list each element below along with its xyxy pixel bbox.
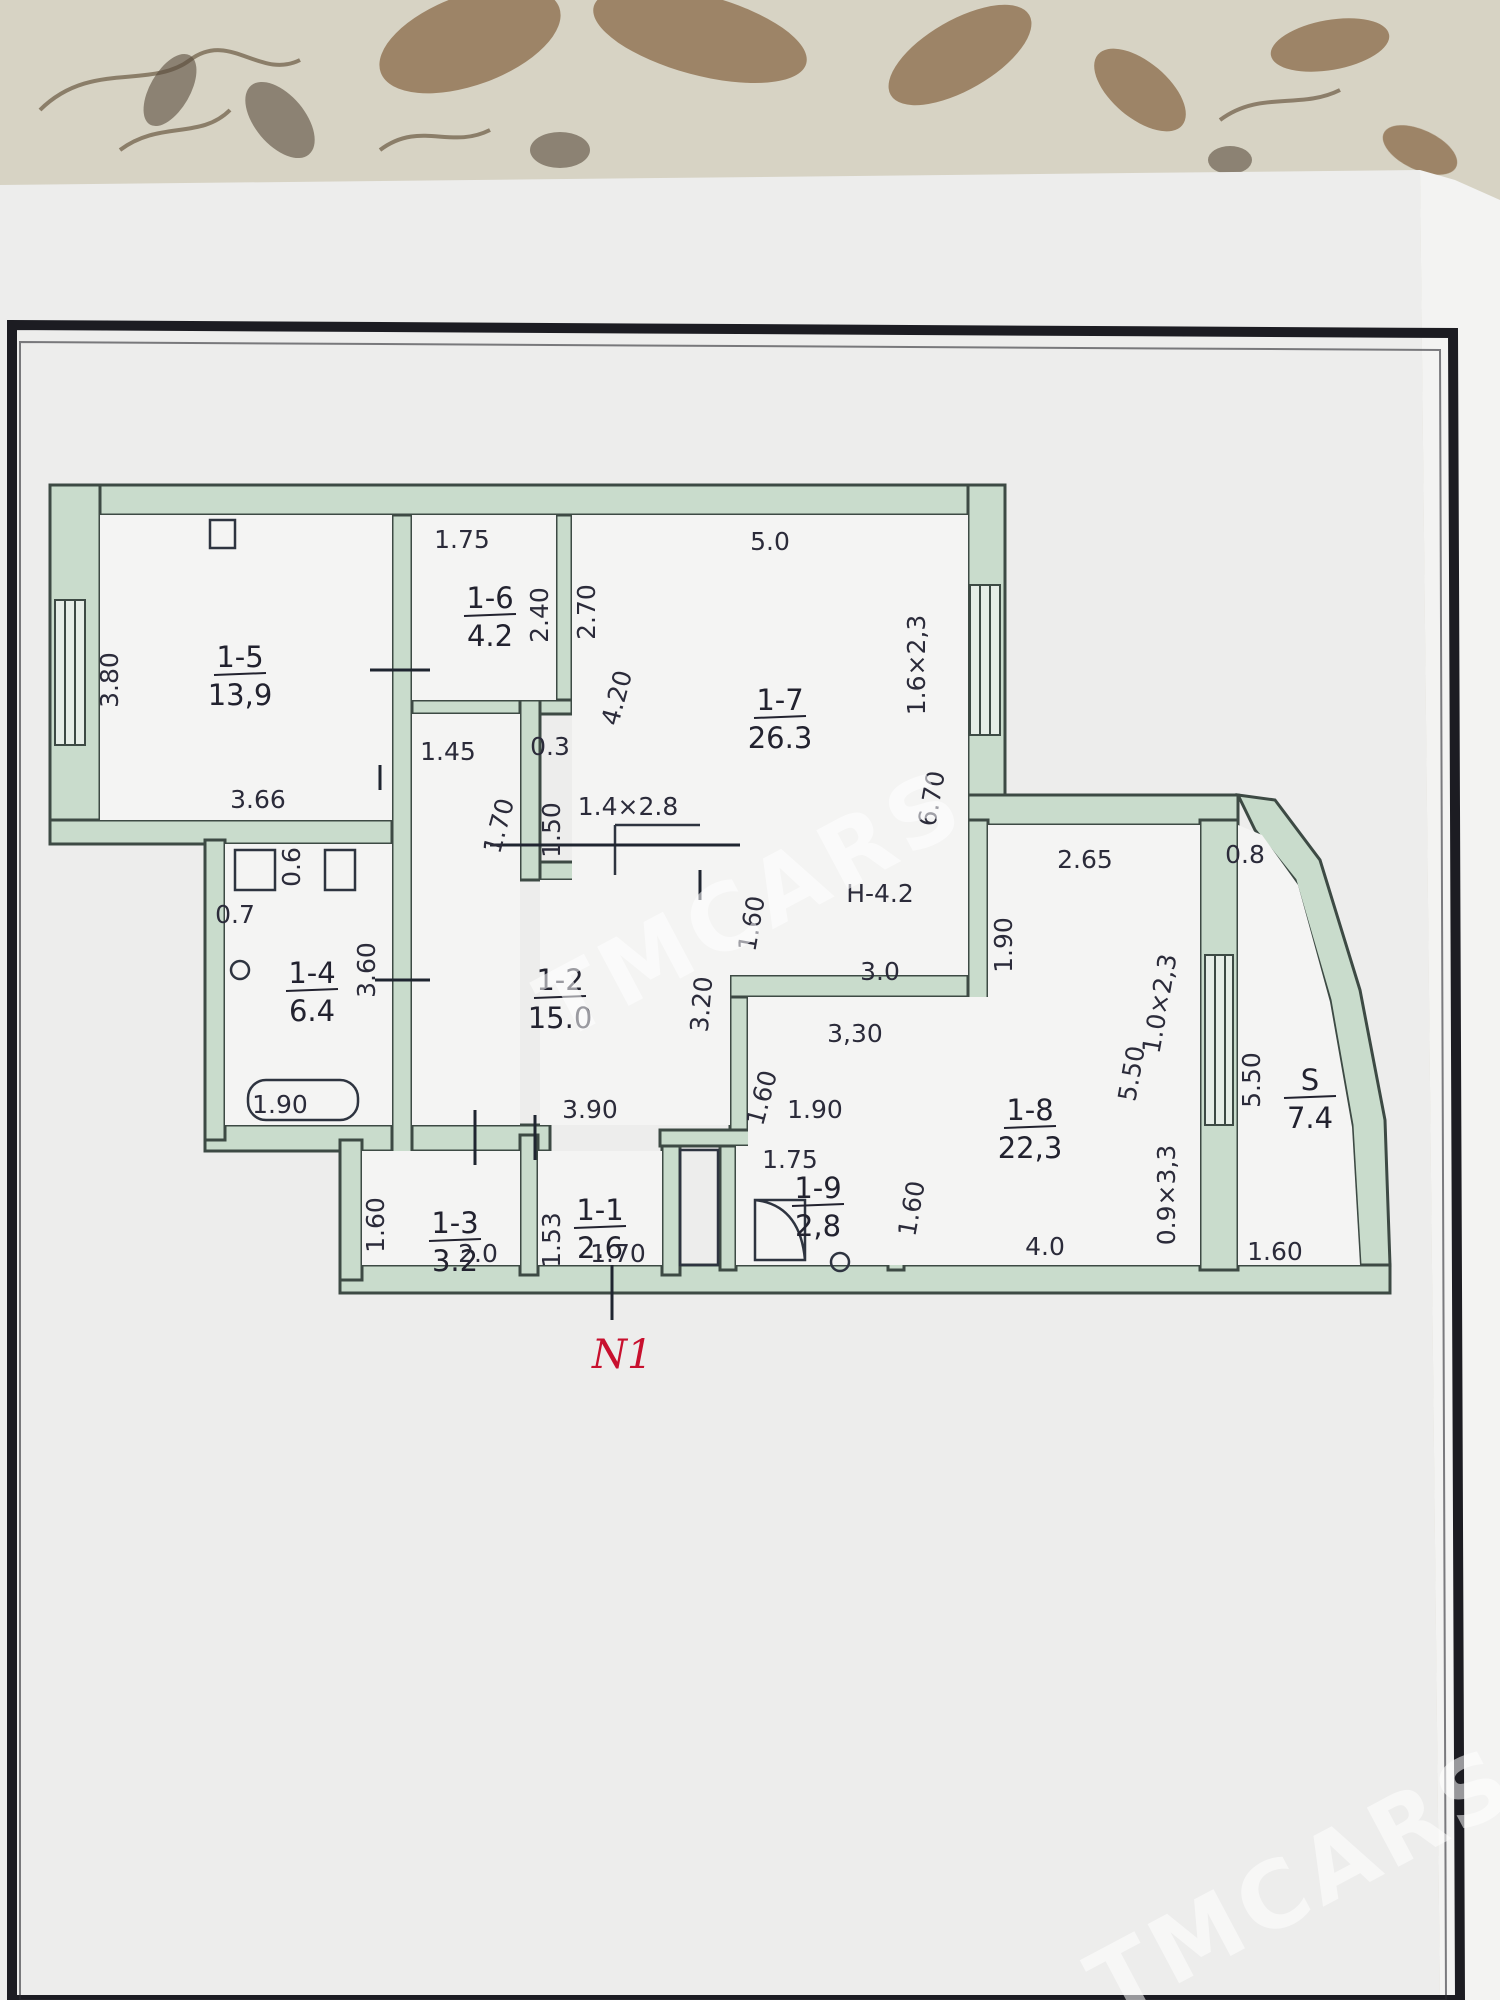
dimension-label: 5.50: [1237, 1052, 1266, 1108]
document-frame: [7, 319, 1466, 2000]
dimension-label: 0.9×3,3: [1152, 1145, 1181, 1245]
room-number: 1-1: [576, 1193, 623, 1227]
room-floors: [100, 515, 1360, 1265]
room-number: 1-5: [216, 640, 263, 674]
dimension-label: 4.0: [1025, 1232, 1065, 1261]
dimension-label: 3,30: [827, 1019, 883, 1048]
room-number: S: [1301, 1063, 1319, 1097]
room-1-1: 1-12.6: [573, 1193, 627, 1265]
room-area: 2,8: [795, 1209, 841, 1243]
fixtures: [208, 518, 851, 1273]
room-area: 7.4: [1287, 1101, 1333, 1135]
room-number: 1-6: [466, 581, 513, 615]
room-area: 26.3: [748, 721, 813, 755]
room-area: 6.4: [289, 994, 335, 1028]
dimension-label: 2.0: [458, 1239, 498, 1268]
dimension-label: 1.75: [762, 1145, 818, 1174]
room-number: 1-3: [431, 1206, 478, 1240]
room-number: 1-8: [1006, 1093, 1053, 1127]
dimension-label: 1.90: [787, 1095, 843, 1124]
room-1-6: 1-64.2: [463, 581, 517, 653]
dimension-label: 1.50: [537, 802, 566, 858]
room-divider-line: [1003, 1125, 1057, 1129]
dimension-label: 1.60: [1247, 1237, 1303, 1266]
room-divider-line: [533, 995, 587, 999]
dimension-label: 2.65: [1057, 845, 1113, 874]
room-divider-line: [285, 988, 339, 992]
room-divider-line: [463, 613, 517, 617]
room-area: 4.2: [467, 619, 513, 653]
dimension-label: 0.3: [530, 732, 570, 761]
dimension-label: 1.70: [590, 1239, 646, 1268]
room-1-8: 1-8 22,3: [998, 1093, 1063, 1165]
walls: [48, 483, 1392, 1295]
room-1-9: 1-92,8: [791, 1171, 845, 1243]
entrance-label: N1: [591, 1332, 652, 1378]
room-1-4: 1-46.4: [285, 956, 339, 1028]
dimension-label: 1.53: [537, 1212, 566, 1268]
room-number: 1-2: [536, 963, 583, 997]
room-area: 15.0: [528, 1001, 593, 1035]
dimension-label: 3.90: [562, 1095, 618, 1124]
dimension-label: 3.60: [352, 942, 381, 998]
room-number: 1-4: [288, 956, 335, 990]
room-area: 13,9: [208, 678, 273, 712]
dimension-label: 1.45: [420, 737, 476, 766]
room-area: 2.6: [577, 1231, 623, 1265]
dimension-label: 2.40: [525, 587, 554, 643]
room-1-5: 1-5 13,9: [208, 640, 273, 712]
room-1-2: 1-2 15.0: [528, 963, 593, 1035]
dimension-label: 3.66: [230, 785, 286, 814]
door-marks: [370, 668, 740, 1320]
dimension-label: 5.0: [750, 527, 790, 556]
room-area: 22,3: [998, 1131, 1063, 1165]
room-divider-line: [213, 672, 267, 676]
dimension-label: 3.20: [685, 975, 719, 1033]
room-divider-line: [753, 715, 807, 719]
room-divider-line: [791, 1203, 845, 1207]
dimension-label: 1.6×2,3: [902, 615, 931, 715]
dimension-label: H-4.2: [846, 879, 914, 908]
dimension-label: 1.60: [361, 1197, 390, 1253]
room-1-7: 1-7 26.3: [748, 683, 813, 755]
room-number: 1-9: [794, 1171, 841, 1205]
dimension-label: 0.6: [277, 847, 306, 887]
dimension-label: 2.70: [572, 584, 601, 640]
dimension-label: 1.90: [252, 1090, 308, 1119]
dimension-label: 1.4×2.8: [578, 792, 678, 821]
room-divider-line: [428, 1238, 482, 1242]
room-divider-line: [573, 1225, 627, 1229]
dimension-label: 0.8: [1225, 840, 1265, 869]
room-divider-line: [1283, 1095, 1337, 1099]
room-labels: 1-513,91-64.21-726.31-46.41-215.01-822,3…: [208, 581, 1337, 1278]
dimension-label: 3.0: [860, 957, 900, 986]
dimension-label: 0.7: [215, 900, 255, 929]
dimension-label: 1.75: [434, 525, 490, 554]
room-s: S 7.4: [1283, 1063, 1337, 1135]
room-1-3: 1-33.2: [428, 1206, 482, 1278]
windows: [54, 584, 1234, 1126]
room-area: 3.2: [432, 1244, 478, 1278]
dimension-label: 1.90: [989, 917, 1018, 973]
dimension-label: 3.80: [95, 652, 124, 708]
room-number: 1-7: [756, 683, 803, 717]
